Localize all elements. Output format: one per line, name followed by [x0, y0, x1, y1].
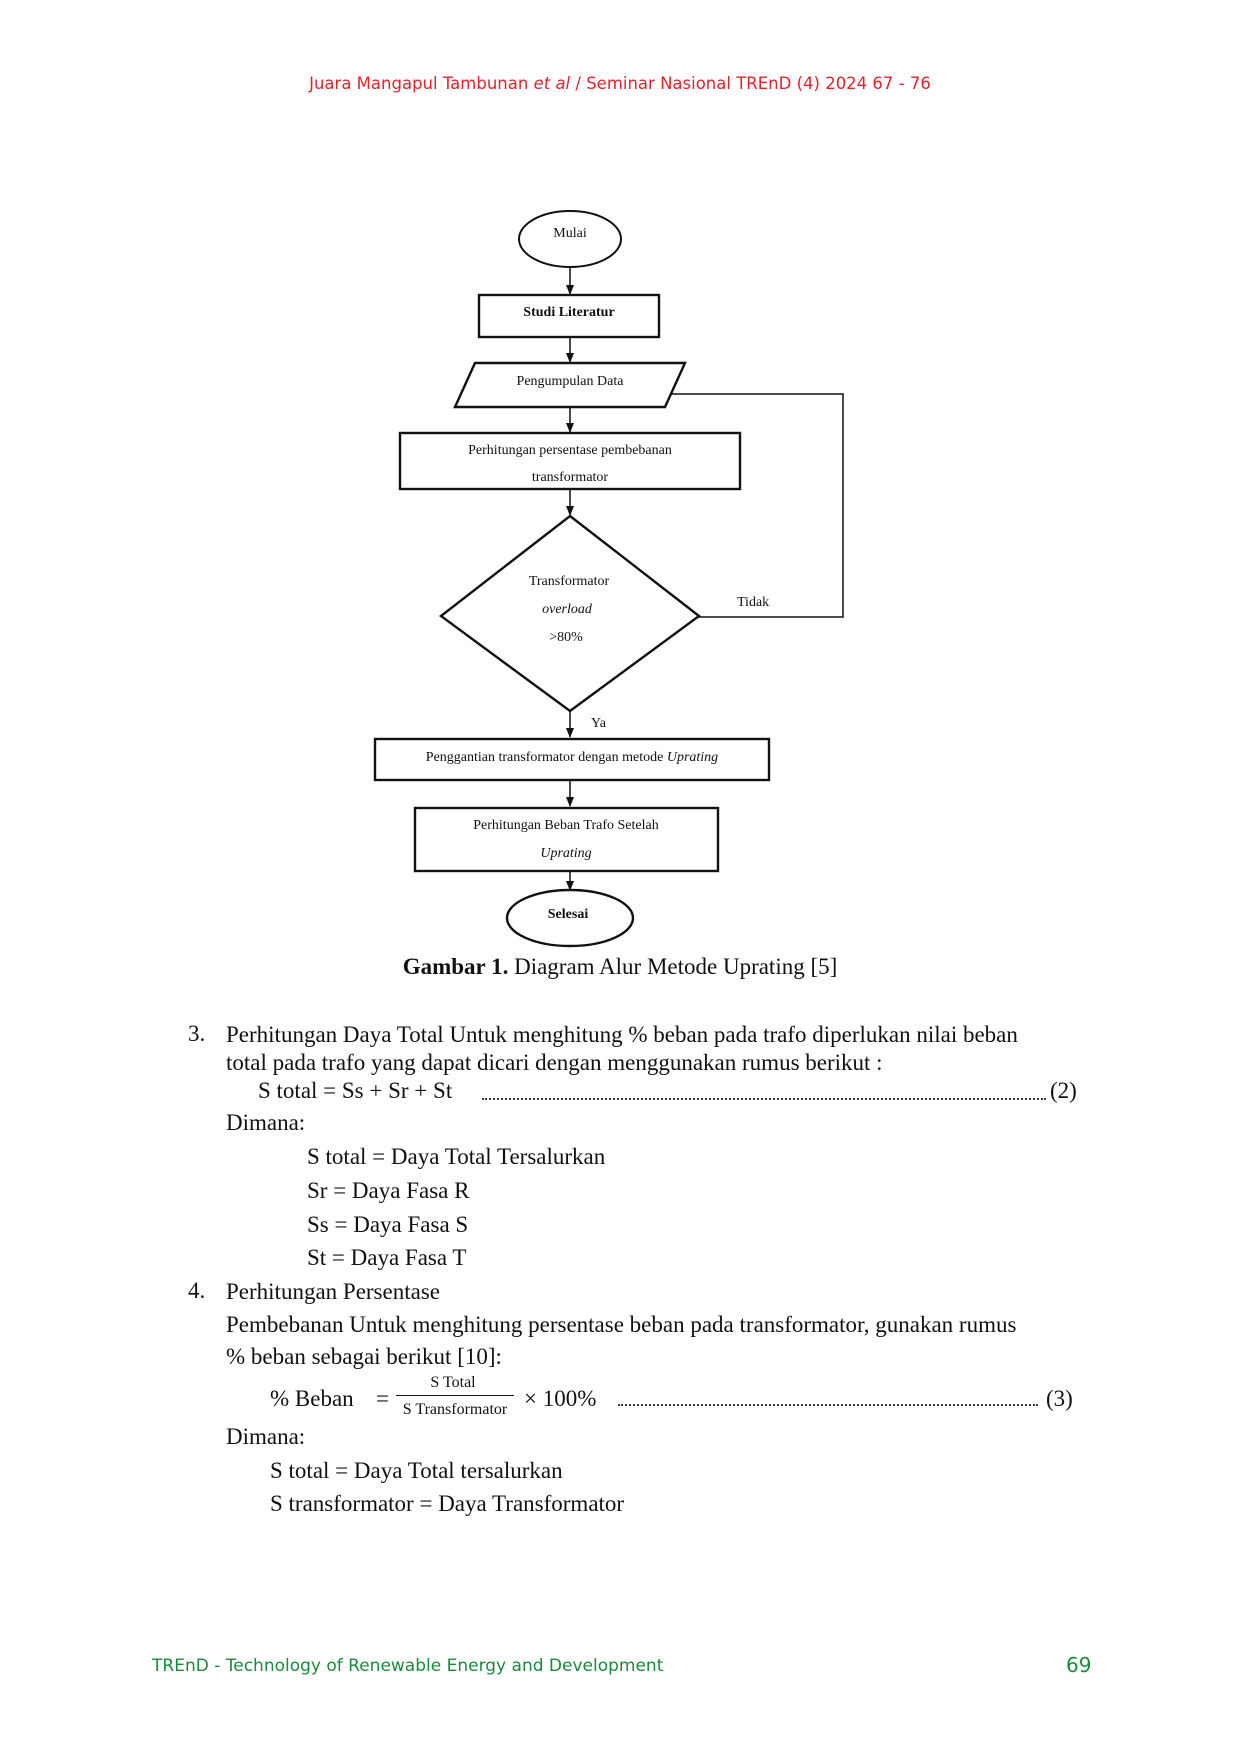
- section3-def-st: St = Daya Fasa T: [307, 1245, 467, 1270]
- decision-label-2: overload: [542, 602, 593, 617]
- page-number: 69: [1066, 1653, 1092, 1677]
- literature-study-box: [477, 293, 661, 339]
- caption-text: Diagram Alur Metode Uprating [5]: [508, 954, 838, 979]
- overload-decision-diamond: [439, 514, 701, 713]
- section3-def-stotal: S total = Daya Total Tersalurkan: [307, 1144, 606, 1169]
- section3-eq-number: (2): [1050, 1078, 1077, 1103]
- start-terminal: [518, 210, 622, 268]
- figure-caption: Gambar 1. Diagram Alur Metode Uprating […: [0, 954, 1240, 980]
- end-label: Selesai: [548, 907, 589, 922]
- end-terminal: [505, 888, 635, 948]
- loading-calc-label-2: transformator: [532, 470, 609, 485]
- flowchart-diagram: Mulai Studi Literatur Pengumpulan Data P…: [373, 210, 844, 948]
- yes-label: Ya: [591, 716, 607, 731]
- section3-def-ss: Ss = Daya Fasa S: [307, 1212, 469, 1237]
- section4-equals: =: [376, 1386, 389, 1411]
- no-label: Tidak: [737, 595, 769, 610]
- decision-label-1: Transformator: [529, 574, 610, 589]
- section4-number: 4.: [188, 1278, 206, 1303]
- section4-multiplier: × 100%: [524, 1386, 597, 1411]
- section3-def-sr: Sr = Daya Fasa R: [307, 1178, 470, 1203]
- header-rest: / Seminar Nasional TREnD (4) 2024 67 - 7…: [570, 74, 931, 93]
- decision-label-3: >80%: [549, 630, 583, 645]
- section4-formula-lhs: % Beban: [270, 1386, 354, 1411]
- replace-transformer-label: Penggantian transformator dengan metode …: [426, 750, 718, 765]
- data-collection-label: Pengumpulan Data: [517, 374, 625, 389]
- section4-numerator: S Total: [430, 1374, 476, 1391]
- section4-denominator: S Transformator: [402, 1401, 508, 1418]
- loading-calc-box: [398, 431, 742, 491]
- literature-label: Studi Literatur: [523, 305, 614, 320]
- start-label: Mulai: [553, 226, 587, 241]
- after-uprating-calc-box: [413, 806, 720, 873]
- header-etal: et al: [533, 74, 571, 93]
- section3-formula: S total = Ss + Sr + St: [258, 1078, 453, 1103]
- section3-dimana: Dimana:: [226, 1110, 306, 1135]
- replace-transformer-box: [373, 737, 771, 782]
- section4-line1: Pembebanan Untuk menghitung persentase b…: [226, 1312, 1017, 1337]
- section4-eq-number: (3): [1046, 1386, 1073, 1411]
- section3-leader-dots: [482, 1098, 1046, 1100]
- section4-def-stransformator: S transformator = Daya Transformator: [270, 1491, 625, 1516]
- arrow-no-loop-back: [664, 394, 844, 618]
- section4-line2: % beban sebagai berikut [10]:: [226, 1344, 502, 1369]
- section3-line2: total pada trafo yang dapat dicari denga…: [226, 1050, 883, 1075]
- journal-footer: TREnD - Technology of Renewable Energy a…: [152, 1656, 664, 1676]
- after-uprating-label-1: Perhitungan Beban Trafo Setelah: [473, 818, 658, 833]
- caption-label: Gambar 1.: [402, 954, 509, 979]
- after-uprating-label-2: Uprating: [540, 846, 591, 861]
- section4-dimana: Dimana:: [226, 1424, 306, 1449]
- data-collection-parallelogram: [453, 361, 687, 409]
- header-author: Juara Mangapul Tambunan: [309, 74, 529, 93]
- loading-calc-label-1: Perhitungan persentase pembebanan: [468, 443, 672, 458]
- section4-fraction-bar: [396, 1395, 514, 1397]
- section4-leader-dots: [618, 1404, 1038, 1406]
- section3-number: 3.: [188, 1021, 206, 1046]
- section4-title: Perhitungan Persentase: [226, 1279, 440, 1304]
- section4-def-stotal: S total = Daya Total tersalurkan: [270, 1458, 563, 1483]
- section3-line1: Perhitungan Daya Total Untuk menghitung …: [226, 1022, 1018, 1047]
- running-header: Juara Mangapul Tambunan et al / Seminar …: [0, 74, 1240, 93]
